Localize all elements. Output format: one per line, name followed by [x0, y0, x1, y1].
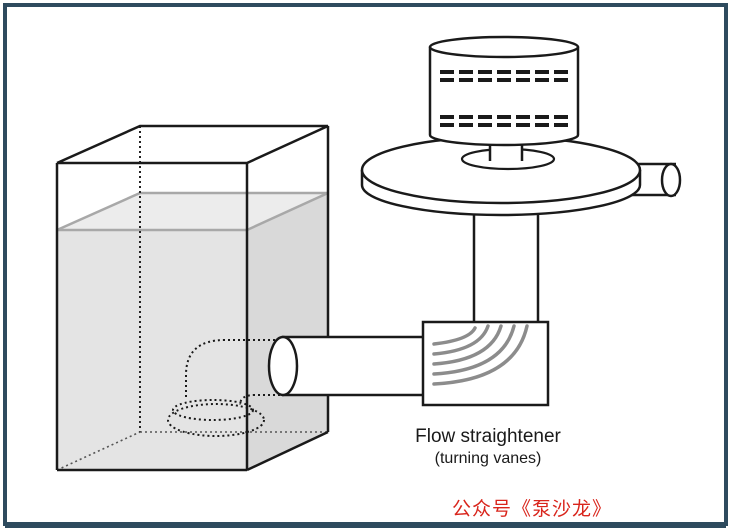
turning-vanes: [432, 324, 529, 386]
flow-straightener-box: [421, 320, 550, 407]
tank-hidden-back-left: [56, 431, 141, 471]
submerged-suction-bell: [167, 339, 280, 437]
tank-water-surface: [57, 193, 328, 230]
suction-tank: [55, 124, 330, 472]
motor: [428, 35, 580, 147]
water-line-left: [56, 191, 141, 232]
tank-side-bottom-edge: [246, 430, 329, 472]
motor-top: [428, 35, 580, 59]
tank-water-front: [57, 230, 247, 470]
motor-cooling-slots: [440, 70, 568, 127]
water-line-side: [246, 191, 329, 232]
suction-pipe-end: [267, 335, 299, 397]
caption-main-text: Flow straightener: [415, 426, 561, 447]
flow-straightener-label: Flow straightener (turning vanes): [378, 426, 598, 469]
vertical-pipe: [472, 195, 540, 323]
pump-volute: [360, 135, 682, 217]
watermark-text: 公众号《泵沙龙》: [452, 498, 613, 520]
tank-water-side: [247, 193, 328, 470]
suction-pipe: [267, 335, 425, 397]
caption-sub-text: (turning vanes): [434, 450, 542, 467]
